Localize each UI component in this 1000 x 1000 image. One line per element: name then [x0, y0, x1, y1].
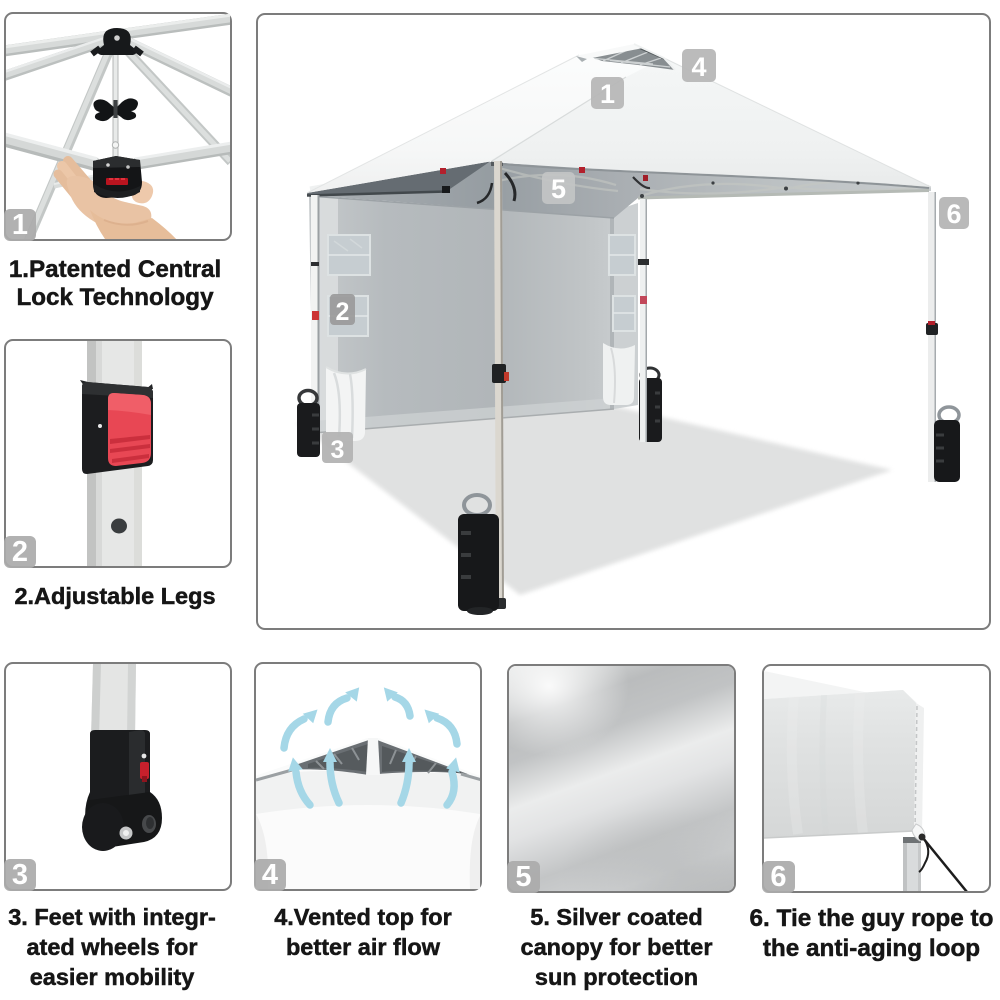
svg-text:3: 3 — [331, 436, 345, 464]
svg-text:1: 1 — [600, 79, 615, 109]
svg-text:5: 5 — [551, 174, 566, 204]
svg-text:4: 4 — [691, 52, 706, 82]
svg-text:6: 6 — [946, 199, 961, 229]
svg-text:2: 2 — [336, 298, 350, 326]
